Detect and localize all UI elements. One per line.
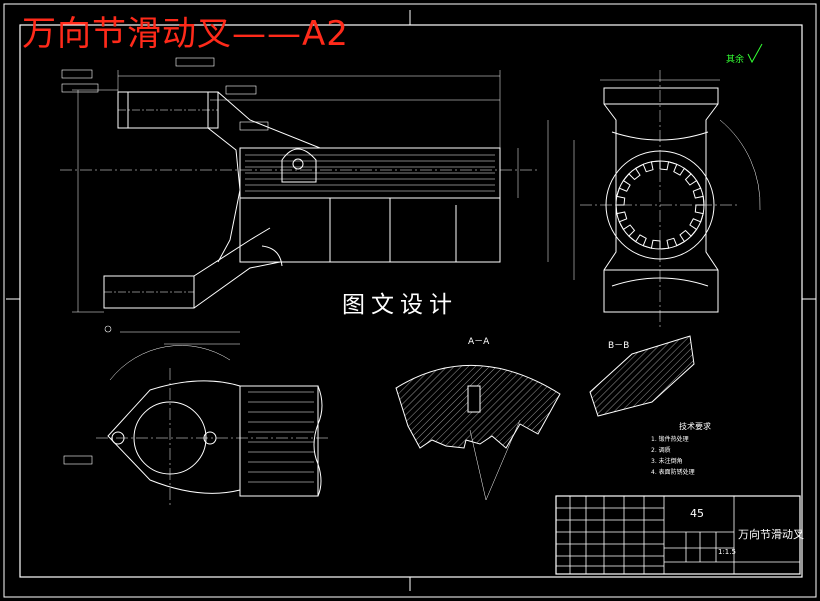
overlay-title: 万向节滑动叉——A2 bbox=[22, 14, 349, 54]
tech-requirements-heading: 技术要求 bbox=[679, 422, 711, 431]
fork-plan-view bbox=[63, 343, 330, 508]
spline-teeth bbox=[615, 160, 705, 250]
tech-requirement-item: 4. 表面防锈处理 bbox=[651, 469, 695, 476]
end-view bbox=[573, 70, 761, 330]
title-block-material: 45 bbox=[690, 507, 704, 520]
section-a-label: A－A bbox=[468, 337, 490, 347]
main-view bbox=[60, 57, 549, 333]
roughness-symbol-icon bbox=[747, 43, 763, 64]
tech-requirement-item: 1. 锻件热处理 bbox=[651, 436, 689, 443]
section-b-label: B－B bbox=[608, 341, 630, 351]
title-block-part-name: 万向节滑动叉 bbox=[738, 528, 804, 541]
section-a-view bbox=[395, 365, 561, 501]
sheet-frame bbox=[3, 3, 817, 598]
tech-requirement-item: 2. 调质 bbox=[651, 447, 671, 454]
section-b-view bbox=[589, 335, 695, 417]
tech-requirement-item: 3. 未注倒角 bbox=[651, 458, 683, 465]
surface-note: 其余 bbox=[726, 55, 745, 65]
tech-requirements: 技术要求 1. 锻件热处理 2. 调质 3. 未注倒角 4. 表面防锈处理 bbox=[651, 421, 711, 478]
brand-watermark: 图文设计 bbox=[342, 292, 458, 318]
title-block bbox=[555, 495, 801, 575]
title-block-scale: 1:1.5 bbox=[718, 548, 736, 556]
